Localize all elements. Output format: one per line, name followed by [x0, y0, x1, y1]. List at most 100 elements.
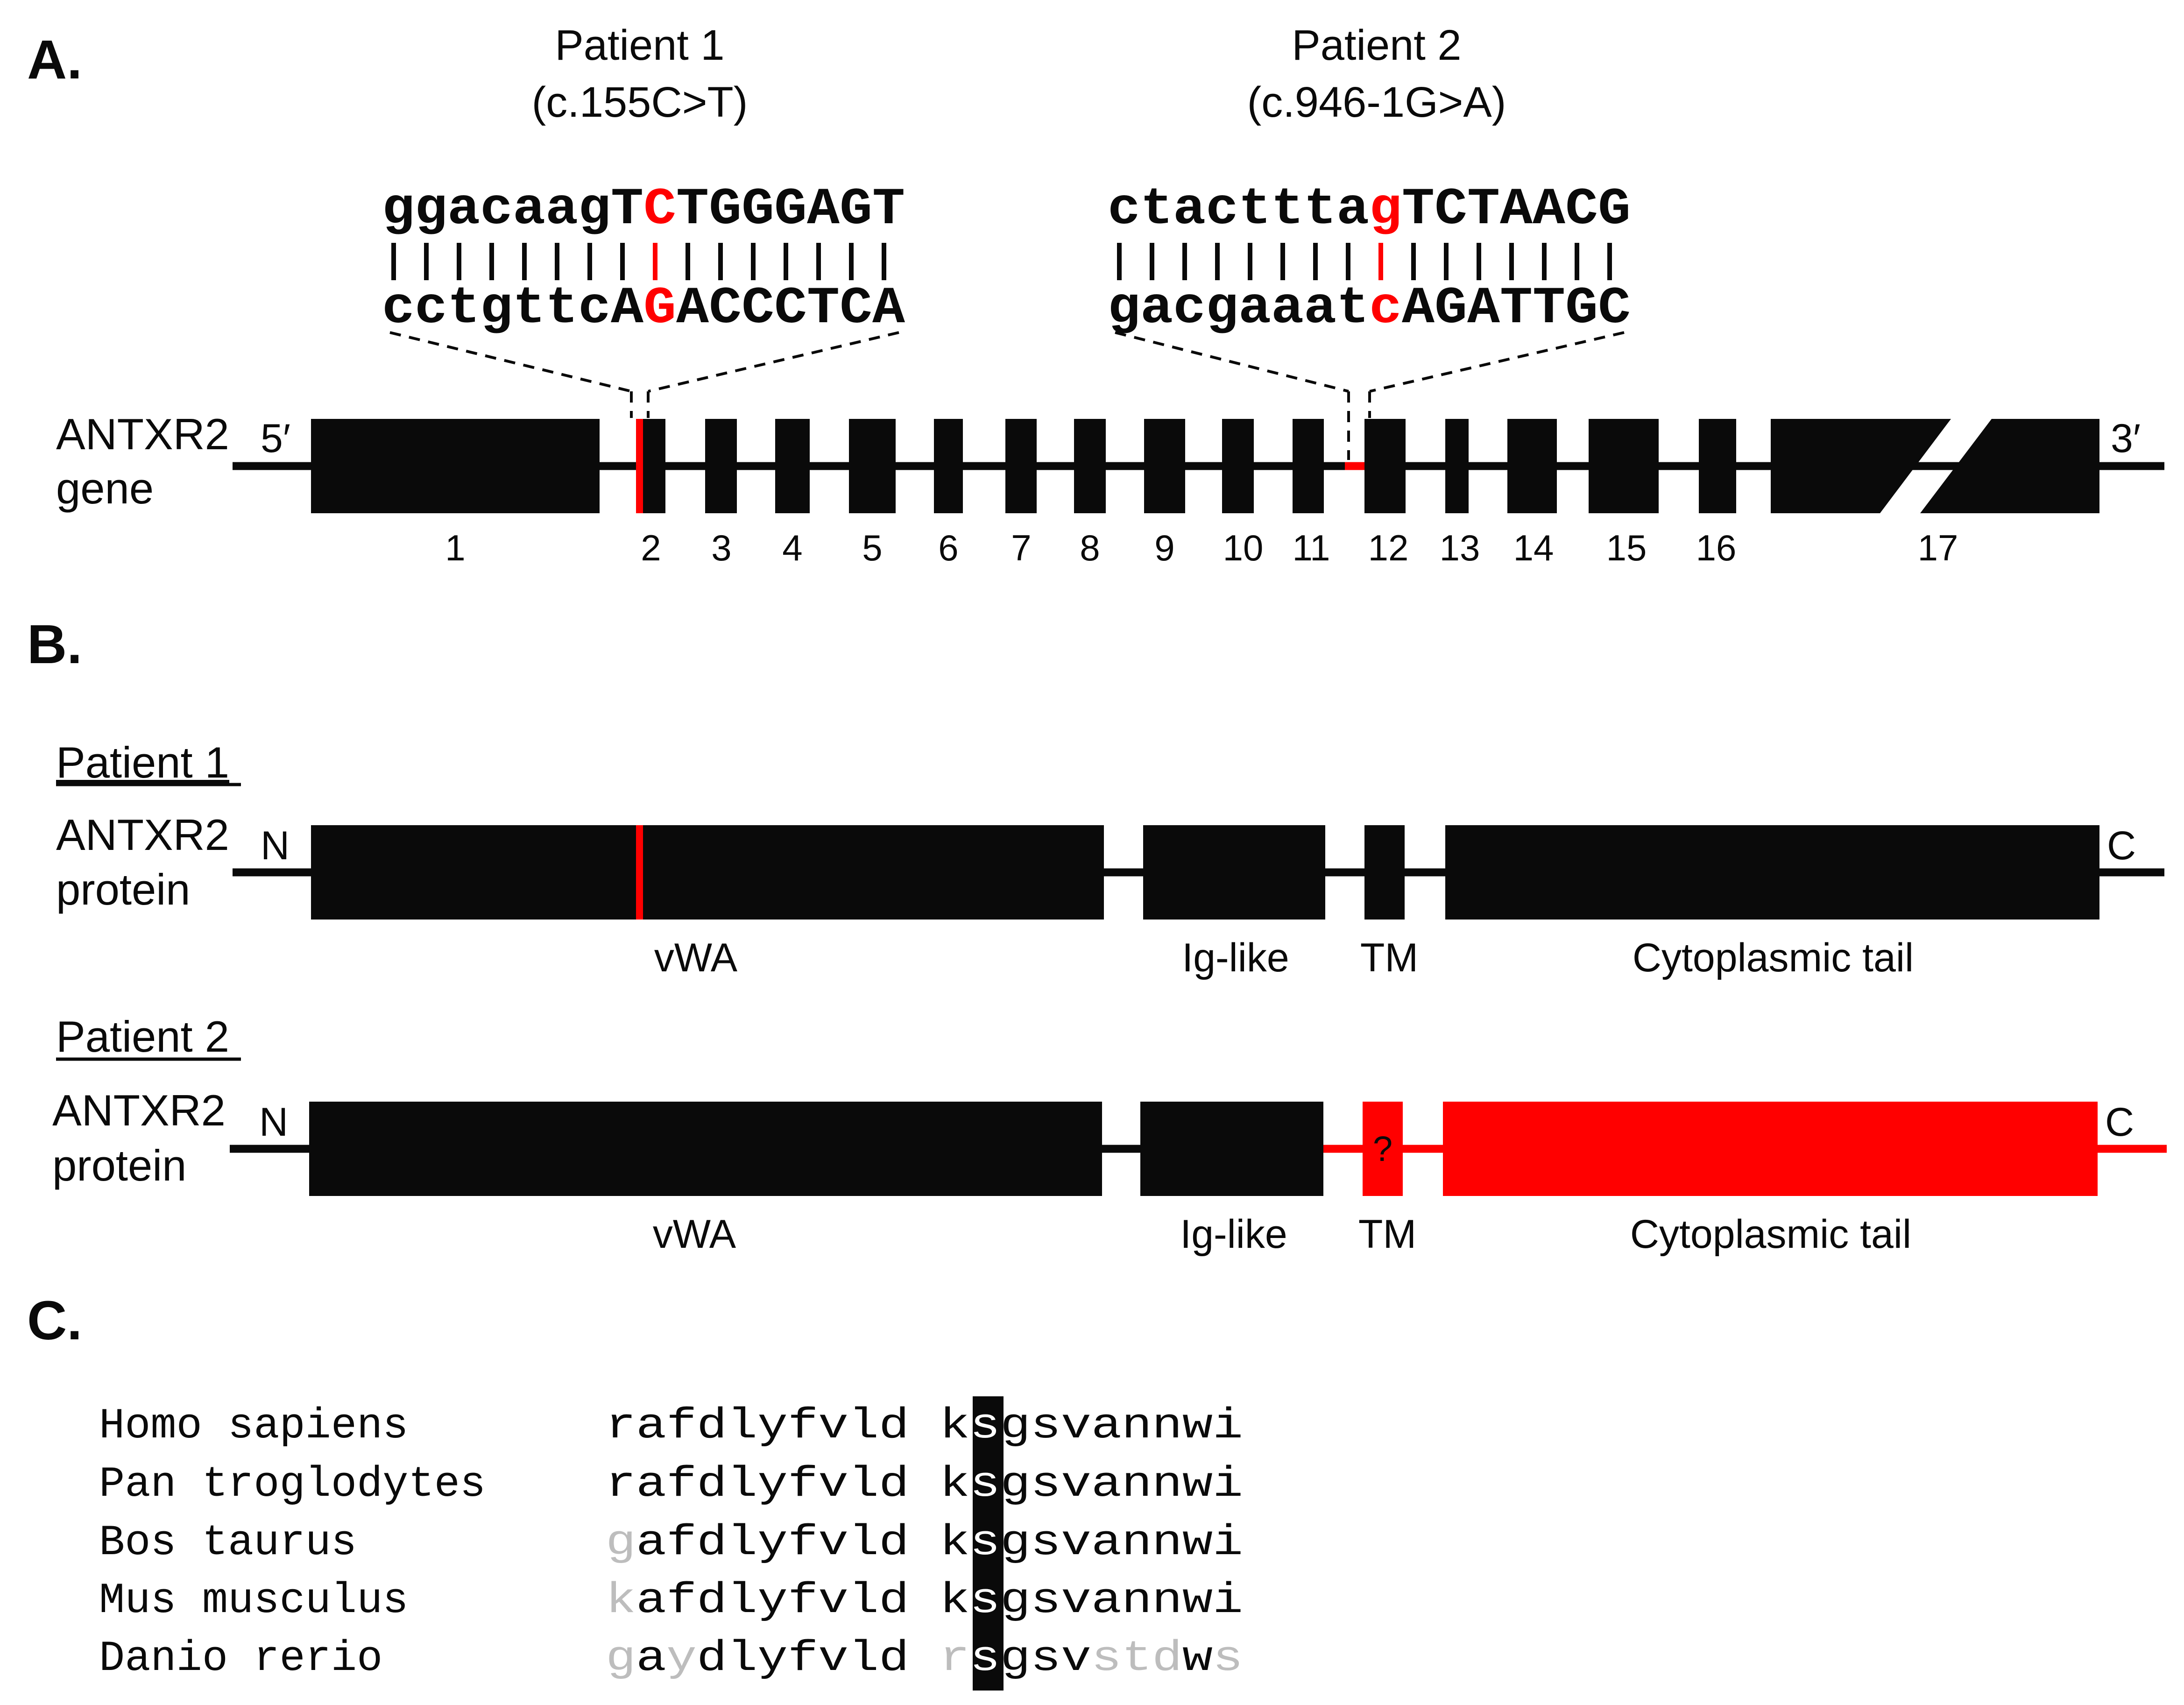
sequence-residues: g: [606, 1634, 636, 1683]
patient1-vwa-label: vWA: [654, 935, 738, 980]
patient1-protein-heading: Patient 1: [56, 738, 229, 787]
gene-label-line1: ANTXR2: [56, 410, 229, 459]
panel-c-label: C.: [27, 1290, 82, 1351]
exon-14: [1507, 419, 1557, 513]
exon-16: [1699, 419, 1736, 513]
exon-3: [705, 419, 737, 513]
ig-like-domain: [1143, 825, 1325, 920]
mutated-base: c: [1369, 280, 1402, 338]
sequence-residues: gsvannwi: [1000, 1460, 1243, 1509]
conserved-residue-highlight: [973, 1396, 1004, 1691]
seq-segment: ctacttta: [1108, 181, 1369, 239]
seq-segment: TGGGAGT: [676, 181, 905, 239]
exon-number: 14: [1513, 527, 1554, 568]
zoom-line: [389, 331, 632, 393]
zoom-line: [1369, 331, 1625, 393]
sequence-residues: std: [1091, 1634, 1182, 1683]
gene-label-line2: gene: [56, 464, 154, 513]
zoom-line: [1115, 331, 1349, 393]
patient1-title: Patient 1: [555, 21, 724, 69]
patient2-title: Patient 2: [1292, 21, 1461, 69]
seq-segment: ggacaagT: [382, 181, 643, 239]
exon-13: [1445, 419, 1469, 513]
zoom-lines: [389, 331, 1625, 460]
exon-11: [1293, 419, 1324, 513]
patient2-tm-label: TM: [1358, 1212, 1416, 1257]
exon-12: [1364, 419, 1406, 513]
panel-a: A. Patient 1 (c.155C>T) Patient 2 (c.946…: [27, 21, 2164, 568]
patient1-protein-label-line1: ANTXR2: [56, 810, 229, 859]
patient1-missense-site: [636, 825, 643, 920]
sequence-residues: y: [666, 1634, 697, 1683]
sequence-residues: rafdlyfvld: [606, 1460, 909, 1509]
sequence-residues: k: [909, 1460, 970, 1509]
conserved-residue: s: [970, 1401, 1000, 1450]
exon-number: 8: [1080, 527, 1100, 568]
exon-2: [643, 419, 665, 513]
ig-like-domain: [1140, 1102, 1323, 1196]
species-name: Danio rerio: [99, 1634, 382, 1683]
vwa-domain: [311, 825, 1104, 920]
five-prime-label: 5′: [261, 416, 290, 461]
mutated-base: G: [643, 280, 676, 338]
patient1-base-pair-bars: [391, 243, 886, 280]
sequence-residues: s: [1213, 1634, 1243, 1683]
patient1-protein-label-line2: protein: [56, 865, 190, 914]
panel-b: B. Patient 1 ANTXR2 protein N C vWA Ig-l…: [27, 614, 2167, 1257]
sequence-residues: k: [909, 1576, 970, 1625]
seq-segment: cctgttcA: [382, 280, 643, 338]
sequence-residues: a: [636, 1634, 666, 1683]
sequence-residues: rafdlyfvld: [606, 1401, 909, 1450]
exon-number: 11: [1293, 527, 1330, 568]
patient1-domains: [311, 825, 2099, 920]
conserved-residue: s: [970, 1634, 1000, 1683]
patient2-protein-label-line2: protein: [52, 1141, 186, 1190]
exon-8: [1074, 419, 1106, 513]
patient1-mutation: (c.155C>T): [532, 78, 748, 126]
uncertain-tm-mark: ?: [1373, 1129, 1392, 1169]
exon-15: [1589, 419, 1659, 513]
seq-segment: gacgaaat: [1108, 280, 1369, 338]
species-name: Bos taurus: [99, 1518, 357, 1567]
exon-number: 17: [1918, 527, 1958, 568]
patient1-n-terminus: N: [261, 823, 290, 868]
sequence-residues: gsvannwi: [1000, 1518, 1243, 1567]
sequence-residues: dlyfvld: [697, 1634, 909, 1683]
exon-2-mutation: [636, 419, 643, 513]
species-name: Mus musculus: [99, 1576, 409, 1625]
sequence-residues: k: [909, 1401, 970, 1450]
patient2-c-terminus: C: [2105, 1100, 2134, 1145]
exon-1: [311, 419, 600, 513]
patient2-n-terminus: N: [259, 1100, 288, 1145]
species-name: Pan troglodytes: [99, 1460, 486, 1509]
vwa-domain: [309, 1102, 1102, 1196]
sequence-residues: afdlyfvld: [636, 1576, 909, 1625]
sequence-residues: k: [909, 1518, 970, 1567]
sequence-residues: k: [606, 1576, 636, 1625]
patient2-ig-like-label: Ig-like: [1180, 1212, 1287, 1257]
patient1-c-terminus: C: [2107, 823, 2136, 868]
tm-domain-altered: [1363, 1102, 1403, 1196]
patient1-ig-like-label: Ig-like: [1182, 935, 1289, 980]
exon-number: 9: [1154, 527, 1174, 568]
sequence-residues: r: [940, 1634, 970, 1683]
sequence-residues: [909, 1634, 940, 1683]
exon-17-part1: [1771, 419, 1951, 513]
exon-number: 7: [1011, 527, 1031, 568]
exon-7: [1005, 419, 1037, 513]
patient1-cytoplasmic-tail-label: Cytoplasmic tail: [1633, 935, 1914, 980]
sequence-residues: gsv: [1000, 1634, 1091, 1683]
cytoplasmic-tail-altered: [1443, 1102, 2098, 1196]
exon-5: [849, 419, 896, 513]
patient2-protein-label-line1: ANTXR2: [52, 1086, 226, 1135]
